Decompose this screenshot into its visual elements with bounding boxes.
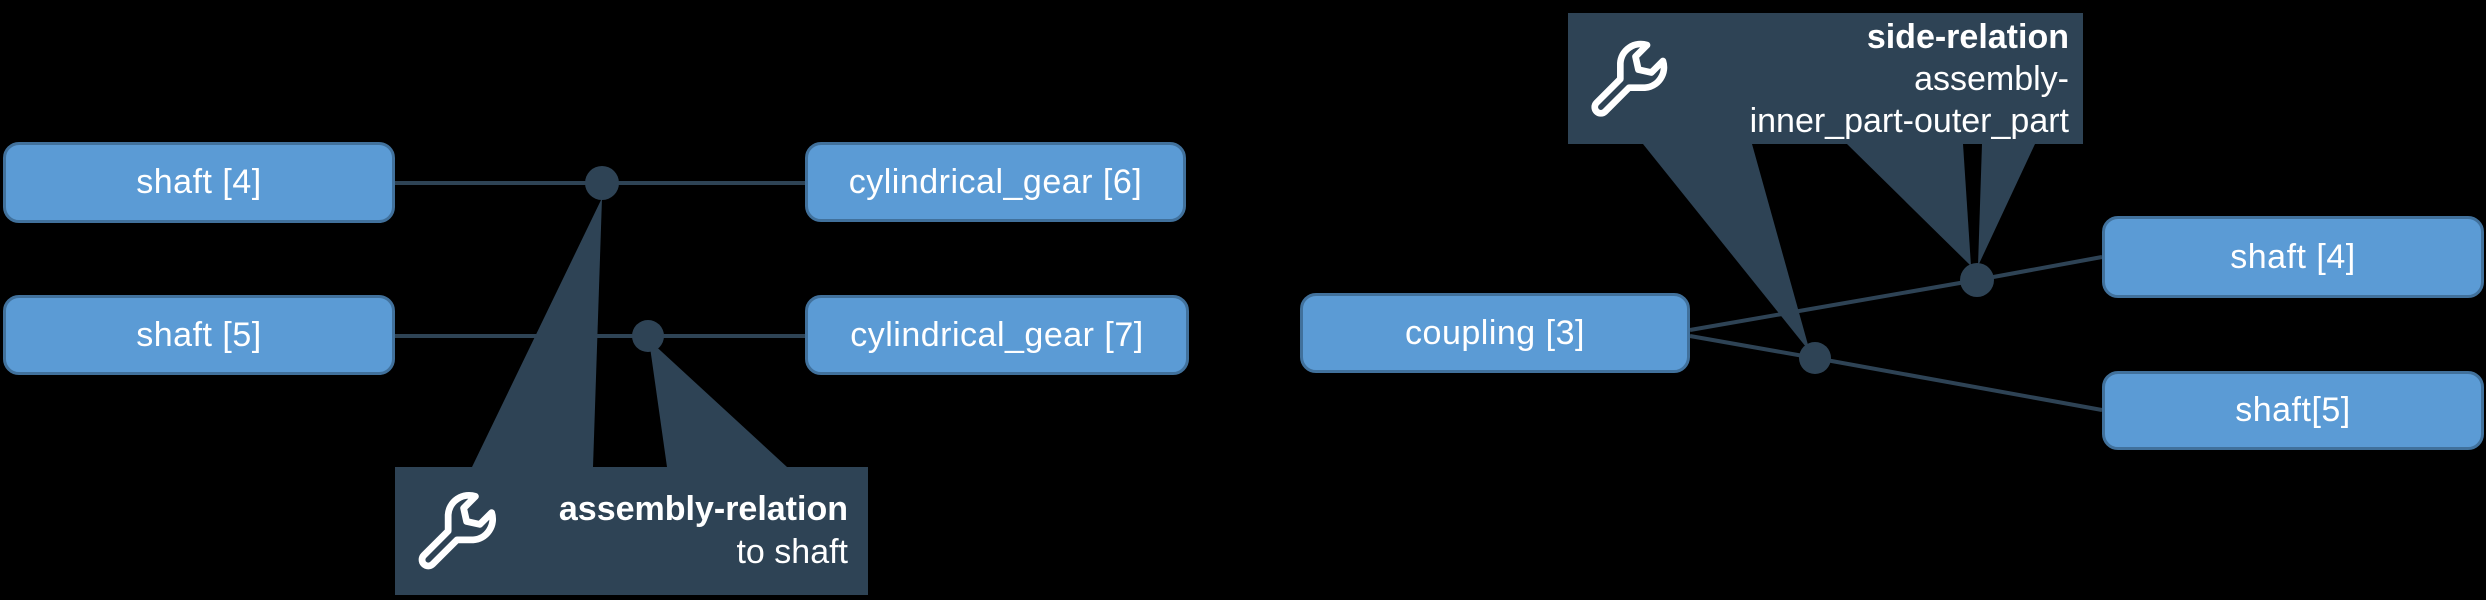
node-label: shaft[5] bbox=[2235, 391, 2351, 429]
relation-dot-2 bbox=[632, 320, 664, 352]
callout-subtitle-line2: inner_part-outer_part bbox=[1749, 101, 2069, 140]
node-coupling-3[interactable]: coupling [3] bbox=[1300, 293, 1690, 373]
callout-subtitle: to shaft bbox=[736, 533, 848, 571]
node-shaft-4-left[interactable]: shaft [4] bbox=[3, 142, 395, 223]
callout-pointer-side-1 bbox=[1643, 144, 1810, 352]
node-label: shaft [4] bbox=[2230, 237, 2356, 276]
node-label: shaft [4] bbox=[136, 163, 262, 201]
callout-side-relation: side-relation assembly- inner_part-outer… bbox=[1568, 13, 2083, 144]
node-label: shaft [5] bbox=[136, 315, 262, 354]
callout-assembly-relation: assembly-relation to shaft bbox=[395, 467, 868, 595]
node-label: cylindrical_gear [6] bbox=[848, 162, 1143, 201]
node-label: coupling [3] bbox=[1405, 313, 1585, 352]
callout-subtitle-line1: assembly- bbox=[1914, 59, 2069, 98]
relation-dot-4 bbox=[1799, 342, 1831, 374]
node-shaft-5-left[interactable]: shaft [5] bbox=[3, 295, 395, 375]
node-label: cylindrical_gear [7] bbox=[850, 315, 1144, 354]
callout-pointer-side-3 bbox=[1978, 144, 2035, 266]
edge-coupling-shaft5 bbox=[1689, 334, 2103, 412]
node-cylindrical-gear-7[interactable]: cylindrical_gear [7] bbox=[805, 295, 1189, 375]
relation-dot-1 bbox=[585, 166, 619, 200]
callout-title: assembly-relation bbox=[558, 490, 848, 528]
callout-title: side-relation bbox=[1866, 17, 2069, 56]
callout-text: side-relation assembly- inner_part-outer… bbox=[1678, 16, 2083, 142]
callout-pointer-side-2 bbox=[1847, 144, 1971, 266]
node-shaft-5-right[interactable]: shaft[5] bbox=[2102, 371, 2484, 450]
callout-pointer-assembly-2 bbox=[649, 340, 787, 467]
callout-pointer-assembly-1 bbox=[472, 198, 602, 467]
wrench-icon bbox=[418, 491, 497, 570]
callout-text: assembly-relation to shaft bbox=[507, 488, 868, 574]
relation-dot-3 bbox=[1960, 263, 1994, 297]
node-shaft-4-right[interactable]: shaft [4] bbox=[2102, 216, 2484, 298]
wrench-icon bbox=[1591, 40, 1668, 117]
node-cylindrical-gear-6[interactable]: cylindrical_gear [6] bbox=[805, 142, 1186, 222]
